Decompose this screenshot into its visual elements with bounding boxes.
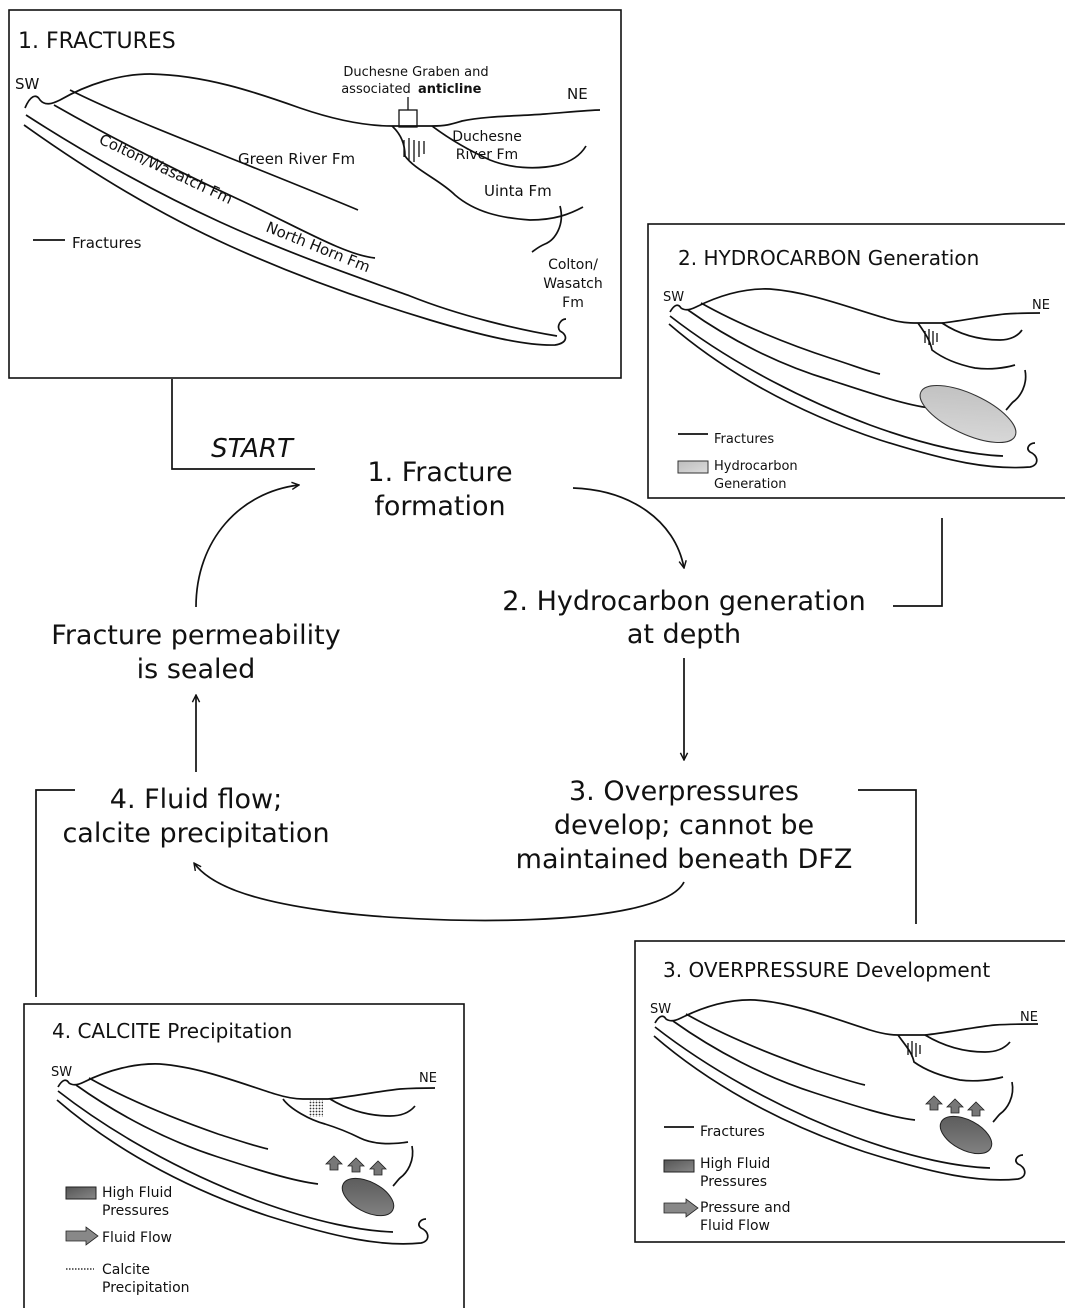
panel-1-legend-fractures: Fractures <box>72 234 142 252</box>
panel-3-sw-label: SW <box>650 1002 671 1017</box>
colton-wasatch-right-label-3: Fm <box>562 295 584 311</box>
colton-wasatch-right-label-1: Colton/ <box>548 257 598 273</box>
panel-2-title: 2. HYDROCARBON Generation <box>678 246 979 270</box>
sealed-line-2: is sealed <box>137 654 256 685</box>
connector-panel-3 <box>858 790 916 924</box>
panel-2-legend-hc-2: Generation <box>714 477 787 492</box>
panel-3-frame <box>635 941 1065 1242</box>
panel-3-title: 3. OVERPRESSURE Development <box>663 958 990 982</box>
panel-2-legend-hc-swatch <box>678 461 708 473</box>
calcite-precipitation-zone <box>309 1100 323 1117</box>
sealed-line-1: Fracture permeability <box>51 620 341 651</box>
start-label: START <box>211 434 295 464</box>
duchesne-river-label-2: River Fm <box>456 147 518 163</box>
panel-4-ne-label: NE <box>419 1071 437 1086</box>
panel-4-legend-cp-1: Calcite <box>102 1262 150 1278</box>
uinta-fm-label: Uinta Fm <box>484 182 552 200</box>
panel-2-ne-label: NE <box>1032 298 1050 313</box>
panel-4-sw-label: SW <box>51 1065 72 1080</box>
panel-1-title: 1. FRACTURES <box>18 29 176 54</box>
step-4-line-1: 4. Fluid flow; <box>110 784 282 815</box>
panel-3-legend-hp-2: Pressures <box>700 1174 767 1190</box>
step-2-line-2: at depth <box>627 619 741 650</box>
panel-3-overpressure: 3. OVERPRESSURE Development SW NE Fractu… <box>635 941 1065 1242</box>
step-3-line-3: maintained beneath DFZ <box>516 844 853 875</box>
step-1-line-1: 1. Fracture <box>367 457 512 488</box>
panel-1-ne-label: NE <box>567 85 588 103</box>
panel-1-fractures: 1. FRACTURES SW NE Duchesne Graben and a… <box>9 10 621 378</box>
panel-3-legend-pf-2: Fluid Flow <box>700 1218 770 1234</box>
panel-1-sw-label: SW <box>15 75 40 93</box>
cycle-text: START 1. Fracture formation 2. Hydrocarb… <box>51 434 865 875</box>
arrow-step1-to-step2 <box>573 488 684 568</box>
graben-label-line2: associated <box>341 82 411 97</box>
panel-2-legend-fractures: Fractures <box>714 432 774 447</box>
panel-4-title: 4. CALCITE Precipitation <box>52 1019 292 1043</box>
panel-4-legend-cp-2: Precipitation <box>102 1280 190 1296</box>
panel-3-legend-pf-1: Pressure and <box>700 1200 791 1216</box>
duchesne-river-label-1: Duchesne <box>452 129 522 145</box>
connector-panel-2 <box>893 518 942 606</box>
step-3-line-1: 3. Overpressures <box>569 776 799 807</box>
panel-2-legend-hc-1: Hydrocarbon <box>714 459 798 474</box>
panel-4-legend-ff: Fluid Flow <box>102 1230 172 1246</box>
panel-4-legend-hp-1: High Fluid <box>102 1185 172 1201</box>
panel-2-hydrocarbon: 2. HYDROCARBON Generation SW NE Fracture… <box>648 224 1065 498</box>
colton-wasatch-right-label-2: Wasatch <box>543 276 602 292</box>
step-1-line-2: formation <box>374 491 505 522</box>
graben-label-bold: anticline <box>418 82 482 97</box>
graben-label-line1: Duchesne Graben and <box>343 65 488 80</box>
panel-3-legend-hp-swatch <box>664 1160 694 1172</box>
panel-3-ne-label: NE <box>1020 1010 1038 1025</box>
panel-4-frame <box>24 1004 464 1308</box>
panel-4-calcite: 4. CALCITE Precipitation SW NE High Flui… <box>24 1004 464 1308</box>
panel-2-sw-label: SW <box>663 290 684 305</box>
panel-4-legend-hp-2: Pressures <box>102 1203 169 1219</box>
step-2-line-1: 2. Hydrocarbon generation <box>502 586 865 617</box>
green-river-fm-label: Green River Fm <box>238 150 355 168</box>
panel-3-legend-hp-1: High Fluid <box>700 1156 770 1172</box>
step-4-line-2: calcite precipitation <box>62 818 329 849</box>
panel-4-legend-hp-swatch <box>66 1187 96 1199</box>
step-3-line-2: develop; cannot be <box>554 810 814 841</box>
arrow-sealed-to-step1 <box>196 485 299 607</box>
panel-3-legend-fractures: Fractures <box>700 1124 765 1140</box>
